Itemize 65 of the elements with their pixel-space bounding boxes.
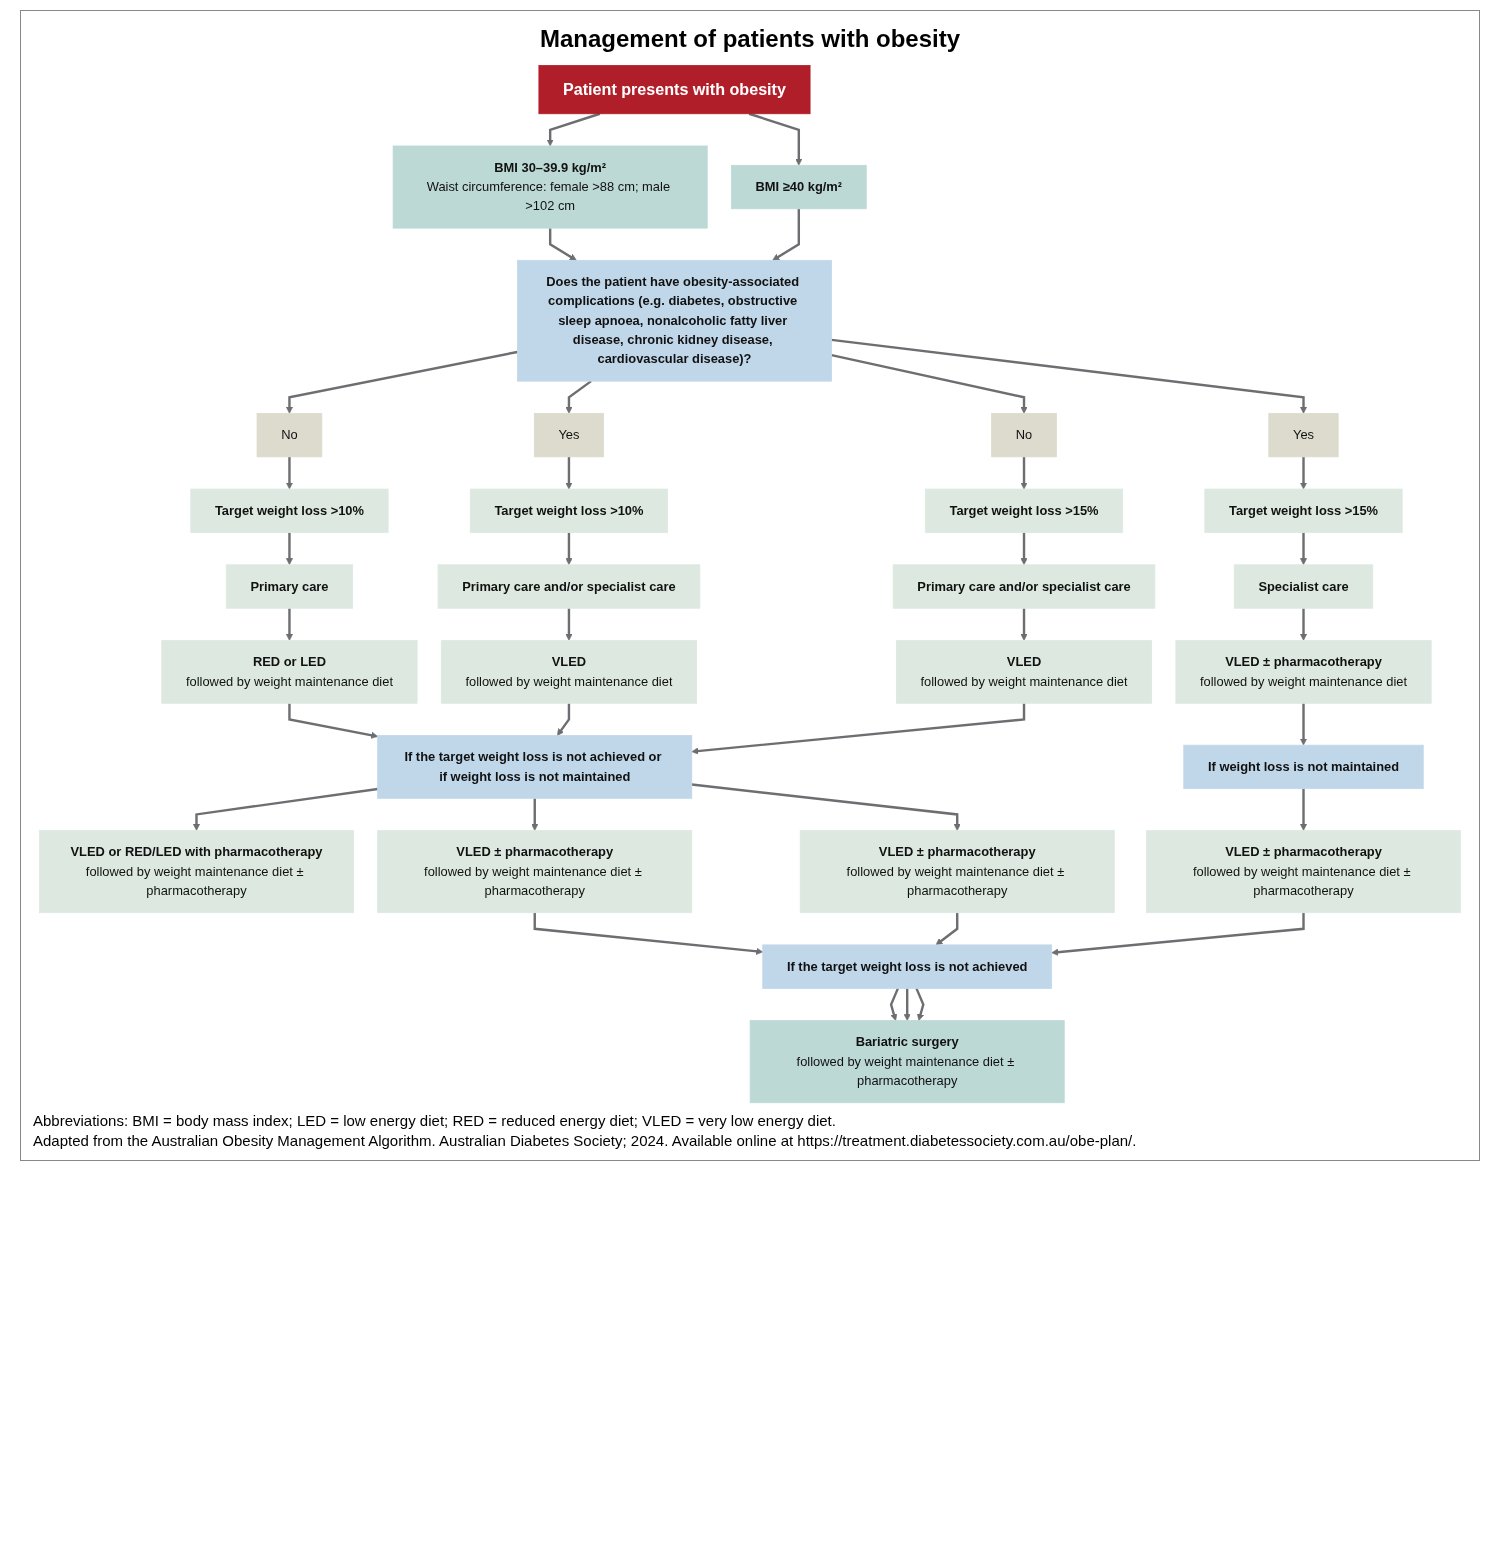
node-box: Yes [1268, 412, 1339, 458]
node-box: Primary care [225, 564, 354, 609]
arrow [1299, 788, 1308, 831]
node-box: BMI 30–39.9 kg/m² Waist circumference: female >88 cm; male >102 cm [392, 145, 708, 229]
node-box: If the target weight loss is not achieved [762, 944, 1053, 989]
arrow [748, 112, 803, 166]
arrow [831, 338, 1308, 414]
node-box: Yes [533, 412, 605, 458]
arrow [565, 532, 573, 566]
arrow [285, 350, 518, 414]
node-box: Bariatric surgery followed by weight maintenance diet ± pharmacotherapy [749, 1020, 1065, 1104]
arrow [565, 380, 592, 414]
arrow [1299, 532, 1308, 566]
arrow [285, 456, 293, 490]
arrow [772, 208, 800, 261]
node-box: VLED ± pharmacotherapy followed by weight maintenance diet [1175, 640, 1432, 704]
node-box: If weight loss is not maintained [1183, 744, 1424, 790]
arrow [1020, 608, 1028, 641]
node-box: No [256, 412, 323, 458]
arrow [935, 912, 959, 946]
arrow [531, 798, 539, 831]
node-box: VLED ± pharmacotherapy followed by weight maintenance diet ± pharmacotherapy [1146, 830, 1461, 914]
node-box: Specialist care [1233, 564, 1374, 609]
arrow [831, 353, 1028, 414]
footnote-text: Adapted from the Australian Obesity Management Algorithm. Australian Diabetes Society; 2024. Available online at https://treatment.diabetessociety.com.au/obe-plan/. [33, 1132, 1138, 1150]
node-box: Target weight loss >10% [469, 488, 669, 533]
arrow [915, 987, 925, 1021]
arrow [546, 112, 601, 147]
diagram-title: Management of patients with obesity [538, 25, 961, 53]
node-box: Target weight loss >10% [190, 488, 389, 533]
arrow [1299, 703, 1308, 746]
arrow [288, 703, 378, 739]
node-box: VLED or RED/LED with pharmacotherapy followed by weight maintenance diet ± pharmacotherapy [39, 830, 354, 914]
node-box: Target weight loss >15% [924, 488, 1124, 533]
arrow [565, 456, 573, 490]
arrow [1051, 912, 1305, 956]
node-box: If the target weight loss is not achieved or if weight loss is not maintained [377, 735, 693, 799]
arrow [1020, 532, 1028, 566]
node-box: VLED followed by weight maintenance diet [895, 640, 1153, 704]
arrow [565, 608, 573, 641]
arrow [1020, 456, 1028, 490]
node-box: Target weight loss >15% [1204, 488, 1403, 533]
arrow [533, 912, 764, 955]
arrow [1299, 456, 1308, 490]
node-box: Patient presents with obesity [538, 65, 811, 115]
node-box: Does the patient have obesity-associated complications (e.g. diabetes, obstructive sleep apnoea, nonalcoholic fatty liver disease, chronic kidney disease, cardiovascular disease)? [517, 259, 832, 382]
arrow [285, 532, 293, 566]
node-box: RED or LED followed by weight maintenance diet [161, 640, 418, 704]
node-box: BMI ≥40 kg/m² [730, 164, 867, 210]
node-box: VLED followed by weight maintenance diet [440, 640, 698, 704]
node-box: No [991, 412, 1057, 458]
arrow [557, 703, 571, 736]
node-box: Primary care and/or specialist care [892, 564, 1156, 609]
arrow [889, 987, 900, 1021]
footnote-text: Abbreviations: BMI = body mass index; LED = low energy diet; RED = reduced energy diet; VLED = very low energy diet. [33, 1112, 837, 1130]
arrow [1299, 608, 1308, 641]
arrow [691, 783, 961, 831]
arrow [903, 988, 911, 1021]
arrow [548, 228, 577, 261]
arrow [192, 787, 378, 831]
node-box: VLED ± pharmacotherapy followed by weight maintenance diet ± pharmacotherapy [799, 830, 1115, 914]
arrow [285, 608, 293, 641]
node-box: VLED ± pharmacotherapy followed by weight maintenance diet ± pharmacotherapy [377, 830, 693, 914]
node-box: Primary care and/or specialist care [437, 564, 701, 609]
arrow [691, 703, 1026, 755]
